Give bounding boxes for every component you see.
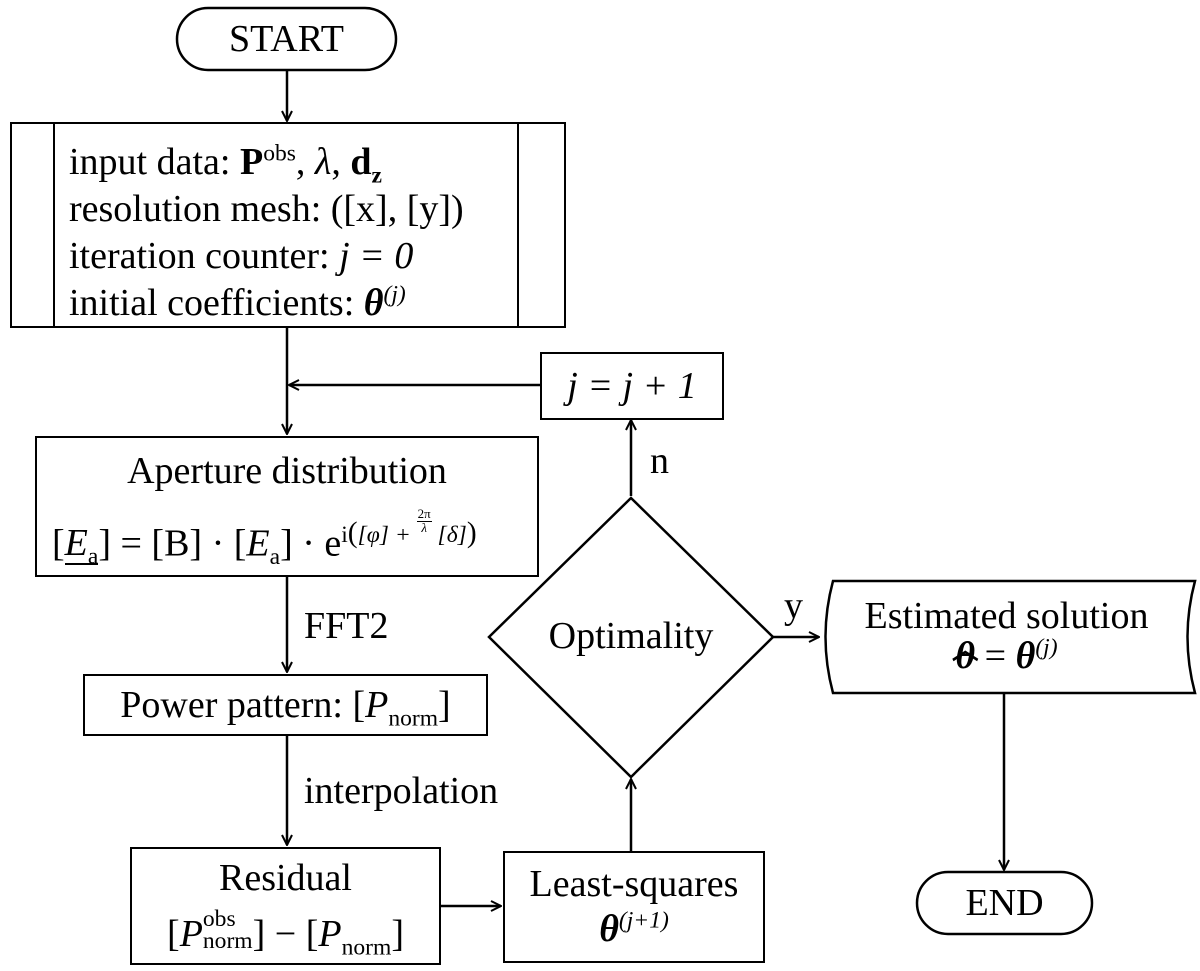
input-line-4-label: initial coefficients:	[69, 282, 364, 324]
aperture-eq-mid: ] = [B] · [	[98, 522, 247, 565]
lambda-symbol: λ	[314, 141, 332, 183]
theta-hat-symbol: θ︿	[951, 635, 979, 677]
input-box	[10, 122, 566, 328]
aperture-eq-dot: ] · e	[280, 522, 342, 565]
estimated-equation: θ︿ = θ(j)	[951, 634, 1058, 677]
input-line-4: initial coefficients: θ(j)	[69, 280, 406, 326]
input-line-3: iteration counter: j = 0	[69, 233, 413, 279]
end-label: END	[965, 882, 1044, 924]
dz-symbol: d	[350, 141, 372, 183]
increment-label: j = j + 1	[567, 365, 697, 407]
interpolation-label: interpolation	[304, 770, 499, 812]
power-pattern-label: Power pattern: [Pnorm]	[120, 684, 451, 732]
theta-est-symbol: θ	[1015, 635, 1036, 677]
theta-sup: (j)	[383, 281, 406, 308]
aperture-box	[35, 436, 539, 577]
input-line-1-label: input data:	[69, 141, 240, 183]
p-obs-symbol: P	[239, 141, 264, 183]
p-obs-sup: obs	[263, 140, 296, 167]
power-pattern-box	[83, 674, 488, 736]
input-line-2: resolution mesh: ([x], [y])	[69, 188, 464, 230]
optimality-diamond	[487, 496, 775, 779]
start-terminator	[175, 6, 398, 72]
yes-label: y	[784, 585, 803, 627]
residual-title: Residual	[219, 857, 352, 899]
ea-symbol: E	[246, 522, 270, 565]
estimated-solution-shape	[824, 579, 1197, 695]
aperture-title: Aperture distribution	[127, 450, 447, 492]
ea-sub: a	[269, 543, 281, 570]
residual-box	[130, 847, 441, 965]
dz-sub: z	[371, 162, 382, 189]
increment-box	[540, 352, 724, 420]
input-box-left-bar	[53, 124, 55, 326]
start-label: START	[228, 18, 345, 60]
iteration-eq: j = 0	[339, 235, 414, 277]
least-squares-box	[503, 851, 765, 963]
estimated-title: Estimated solution	[864, 595, 1149, 637]
input-box-right-bar	[517, 124, 519, 326]
end-terminator	[915, 870, 1094, 936]
least-squares-title: Least-squares	[529, 863, 739, 905]
theta-symbol: θ	[363, 282, 384, 324]
input-line-1: input data: Pobs, λ, dz	[69, 140, 382, 189]
no-label: n	[650, 440, 669, 482]
fft2-label: FFT2	[304, 605, 389, 647]
input-line-3-label: iteration counter:	[69, 235, 340, 277]
least-squares-theta: θ(j+1)	[599, 907, 669, 950]
optimality-label: Optimality	[548, 615, 714, 657]
theta-est-sup: (j)	[1035, 634, 1058, 661]
ea-underlined: Ea	[64, 522, 99, 570]
